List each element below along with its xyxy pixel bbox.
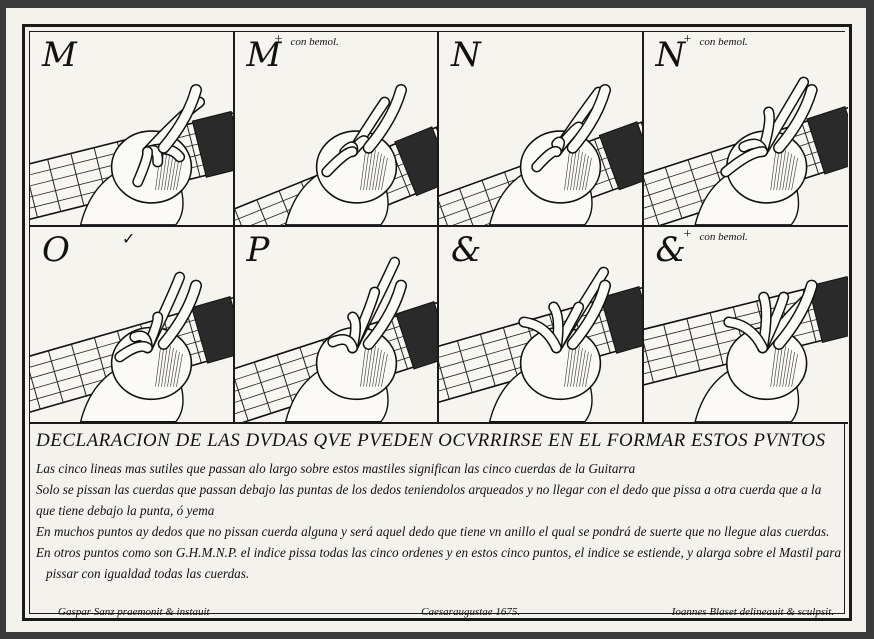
hand-on-fretboard-illustration [439, 266, 642, 422]
explanation-heading: DECLARACION DE LAS DVDAS QVE PVEDEN OCVR… [36, 430, 826, 451]
chord-letter: O [42, 230, 70, 270]
chord-panel: & + con bemol. [643, 227, 848, 422]
explanation-line: En muchos puntos ay dedos que no pissan … [36, 524, 830, 539]
engraving-sheet: M M + con bemol. N N + con bemol. [6, 8, 866, 632]
chord-letter: N [655, 35, 686, 75]
hand-on-fretboard-illustration [234, 84, 437, 225]
chord-panel: M [30, 32, 235, 227]
tick-mark: ✓ [122, 231, 136, 248]
cross-mark: + [683, 32, 692, 47]
chord-letter: & [451, 230, 482, 270]
chord-panel: P [234, 227, 439, 422]
explanation-line: pissar con igualdad todas las cuerdas. [46, 566, 250, 581]
hand-on-fretboard-illustration [234, 256, 437, 422]
place-and-year: Caesaraugustae 1675. [421, 606, 521, 618]
chord-note: con bemol. [699, 231, 748, 243]
cross-mark: + [683, 227, 692, 242]
hand-on-fretboard-illustration [439, 84, 642, 225]
imprint-footer: Gaspar Sanz praemonit & instauit Caesara… [36, 606, 842, 618]
explanation-line: Las cinco lineas mas sutiles que passan … [36, 461, 636, 476]
hand-on-fretboard-illustration [30, 84, 233, 225]
engraver-credit: Ioannes Blaset delineauit & sculpsit. [671, 606, 834, 618]
chord-letter: N [451, 35, 481, 75]
cross-mark: + [274, 32, 283, 47]
chord-panel: & [439, 227, 644, 422]
explanation-line: En otros puntos como son G.H.M.N.P. el i… [36, 545, 842, 560]
chord-panel: O ✓ [30, 227, 235, 422]
chord-letter: & [655, 230, 686, 270]
plate-frame: M M + con bemol. N N + con bemol. [22, 24, 852, 621]
explanation-text: DECLARACION DE LAS DVDAS QVE PVEDEN OCVR… [36, 430, 842, 620]
hand-on-fretboard-illustration [643, 275, 848, 422]
hand-on-fretboard-illustration [643, 76, 848, 225]
chord-letter: P [246, 230, 270, 270]
chord-note: con bemol. [290, 36, 339, 48]
hand-on-fretboard-illustration [30, 271, 233, 422]
author-credit: Gaspar Sanz praemonit & instauit [58, 606, 210, 618]
explanation-line: que tiene debajo la punta, ó yema [36, 503, 215, 518]
chord-letter: M [246, 35, 282, 75]
chord-panel: N + con bemol. [643, 32, 848, 227]
chord-note: con bemol. [699, 36, 748, 48]
chord-illustration-grid: M M + con bemol. N N + con bemol. [30, 32, 848, 424]
chord-panel: N [439, 32, 644, 227]
plate-inner-frame: M M + con bemol. N N + con bemol. [29, 31, 848, 618]
chord-panel: M + con bemol. [234, 32, 439, 227]
explanation-line: Solo se pissan las cuerdas que passan de… [36, 482, 822, 497]
chord-letter: M [42, 35, 77, 75]
